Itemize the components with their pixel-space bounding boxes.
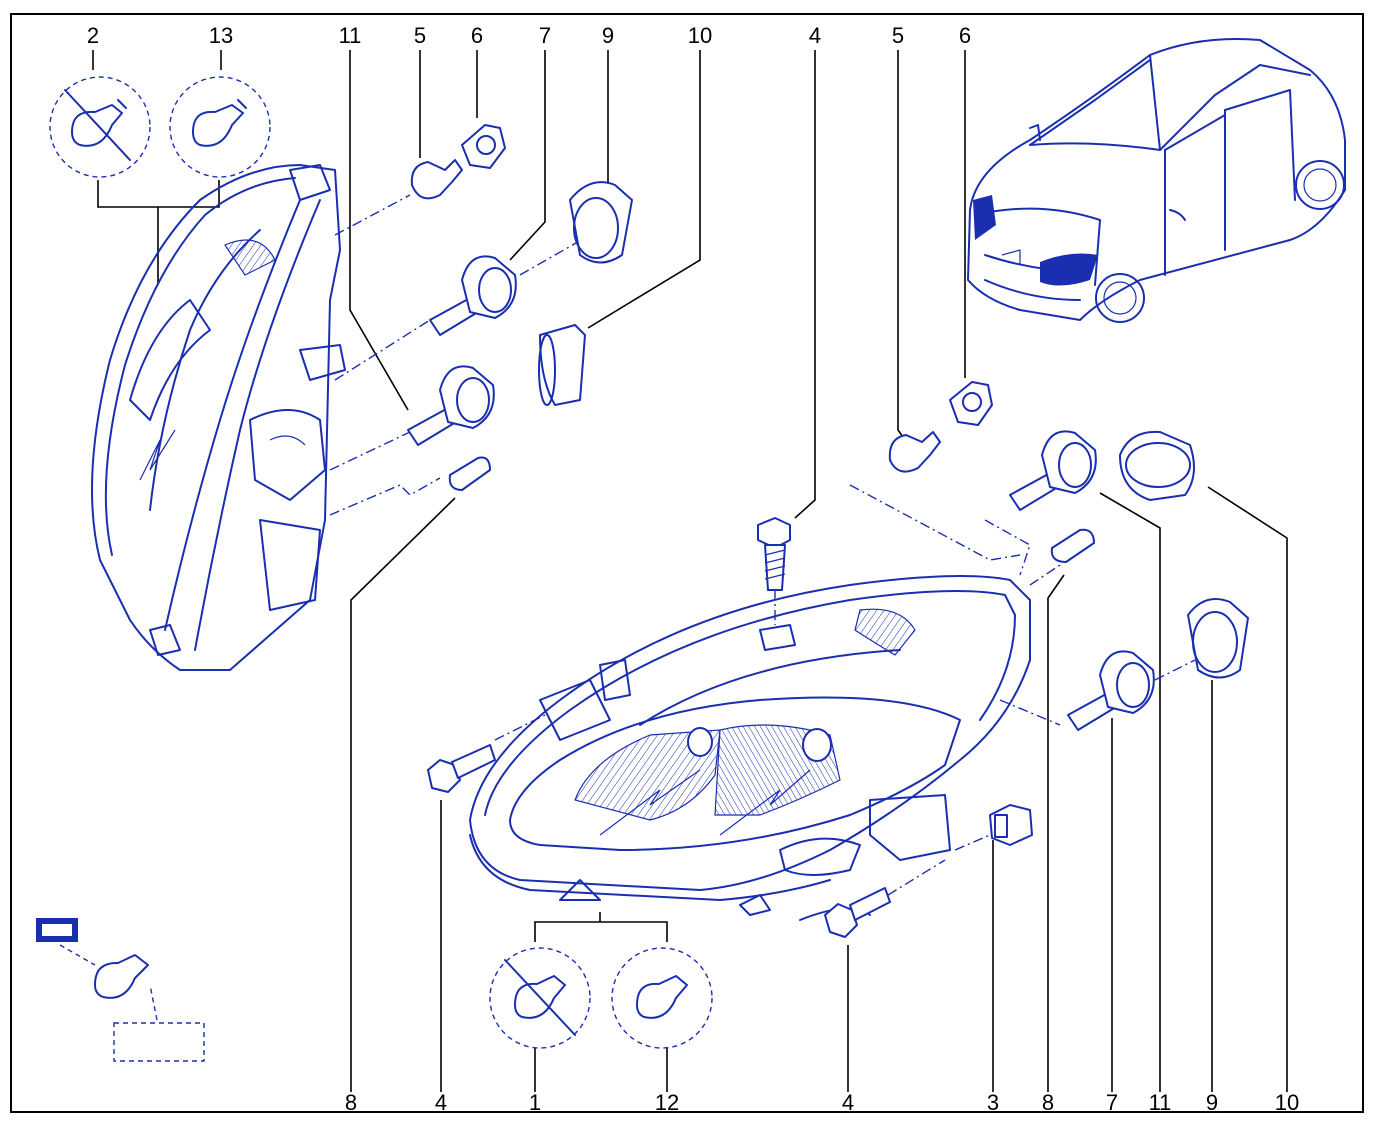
bottom-callouts: 8 4 1 12 4 3 8 7 11 9 10 <box>345 1090 1299 1115</box>
callout-10-bottom: 10 <box>1275 1090 1299 1115</box>
part-3-socket <box>989 804 1033 846</box>
callout-2-top: 2 <box>87 23 99 48</box>
part-9-cap-left <box>569 181 633 264</box>
callout-7-bottom: 7 <box>1106 1090 1118 1115</box>
part-7-bulb-right <box>1067 650 1155 731</box>
part-8-bulb-right <box>1050 528 1095 563</box>
part-10-cap-right <box>1119 430 1195 501</box>
callout-9-bottom: 9 <box>1206 1090 1218 1115</box>
diagram-frame <box>10 13 1364 1113</box>
bulb-variant-1-crossed <box>489 947 591 1049</box>
center-headlamp-assembly <box>469 575 1031 921</box>
callout-12-bottom: 12 <box>655 1090 679 1115</box>
callout-5-top: 5 <box>414 23 426 48</box>
part-5-bulb-left <box>410 159 463 200</box>
callout-5-top-right: 5 <box>892 23 904 48</box>
callout-6-top: 6 <box>471 23 483 48</box>
callout-1-bottom: 1 <box>529 1090 541 1115</box>
part-7-bulb-left <box>429 255 517 336</box>
leader-lines <box>92 50 1288 1092</box>
part-11-bulb-left <box>407 365 495 446</box>
part-6-socket-right <box>949 381 993 426</box>
part-5-bulb-right <box>888 431 941 473</box>
part-4-bolt-bottom <box>824 887 891 938</box>
callout-3-bottom: 3 <box>987 1090 999 1115</box>
part-9-cap-right <box>1187 598 1249 679</box>
part-11-bulb-right <box>1009 430 1097 511</box>
part-8-bulb-left <box>448 456 491 491</box>
legend-bulb <box>36 918 205 1062</box>
part-10-cap-left <box>538 324 586 406</box>
callout-9-top: 9 <box>602 23 614 48</box>
callout-11-top: 11 <box>339 23 362 48</box>
callout-8-bottom-right: 8 <box>1042 1090 1054 1115</box>
bulb-variant-13 <box>169 76 271 178</box>
bulb-variant-12 <box>611 947 713 1049</box>
callout-4-bottom: 4 <box>435 1090 447 1115</box>
part-6-socket-left <box>461 124 506 169</box>
callout-4-top: 4 <box>809 23 821 48</box>
callout-6-top-right: 6 <box>959 23 971 48</box>
callout-4-bottom-right: 4 <box>842 1090 854 1115</box>
top-callouts: 2 13 11 5 6 7 9 10 4 5 6 <box>87 23 971 48</box>
part-4-bolt-left <box>427 744 496 793</box>
center-exploded-axes <box>494 484 1196 896</box>
callout-8-bottom: 8 <box>345 1090 357 1115</box>
callout-7-top: 7 <box>539 23 551 48</box>
callout-10-top: 10 <box>688 23 712 48</box>
callout-11-bottom: 11 <box>1149 1090 1172 1115</box>
part-4-bolt-top <box>757 517 791 591</box>
bulb-variant-2-crossed <box>49 76 151 178</box>
car-illustration <box>967 38 1346 323</box>
callout-13-top: 13 <box>209 23 233 48</box>
left-headlamp-assembly <box>91 164 346 671</box>
